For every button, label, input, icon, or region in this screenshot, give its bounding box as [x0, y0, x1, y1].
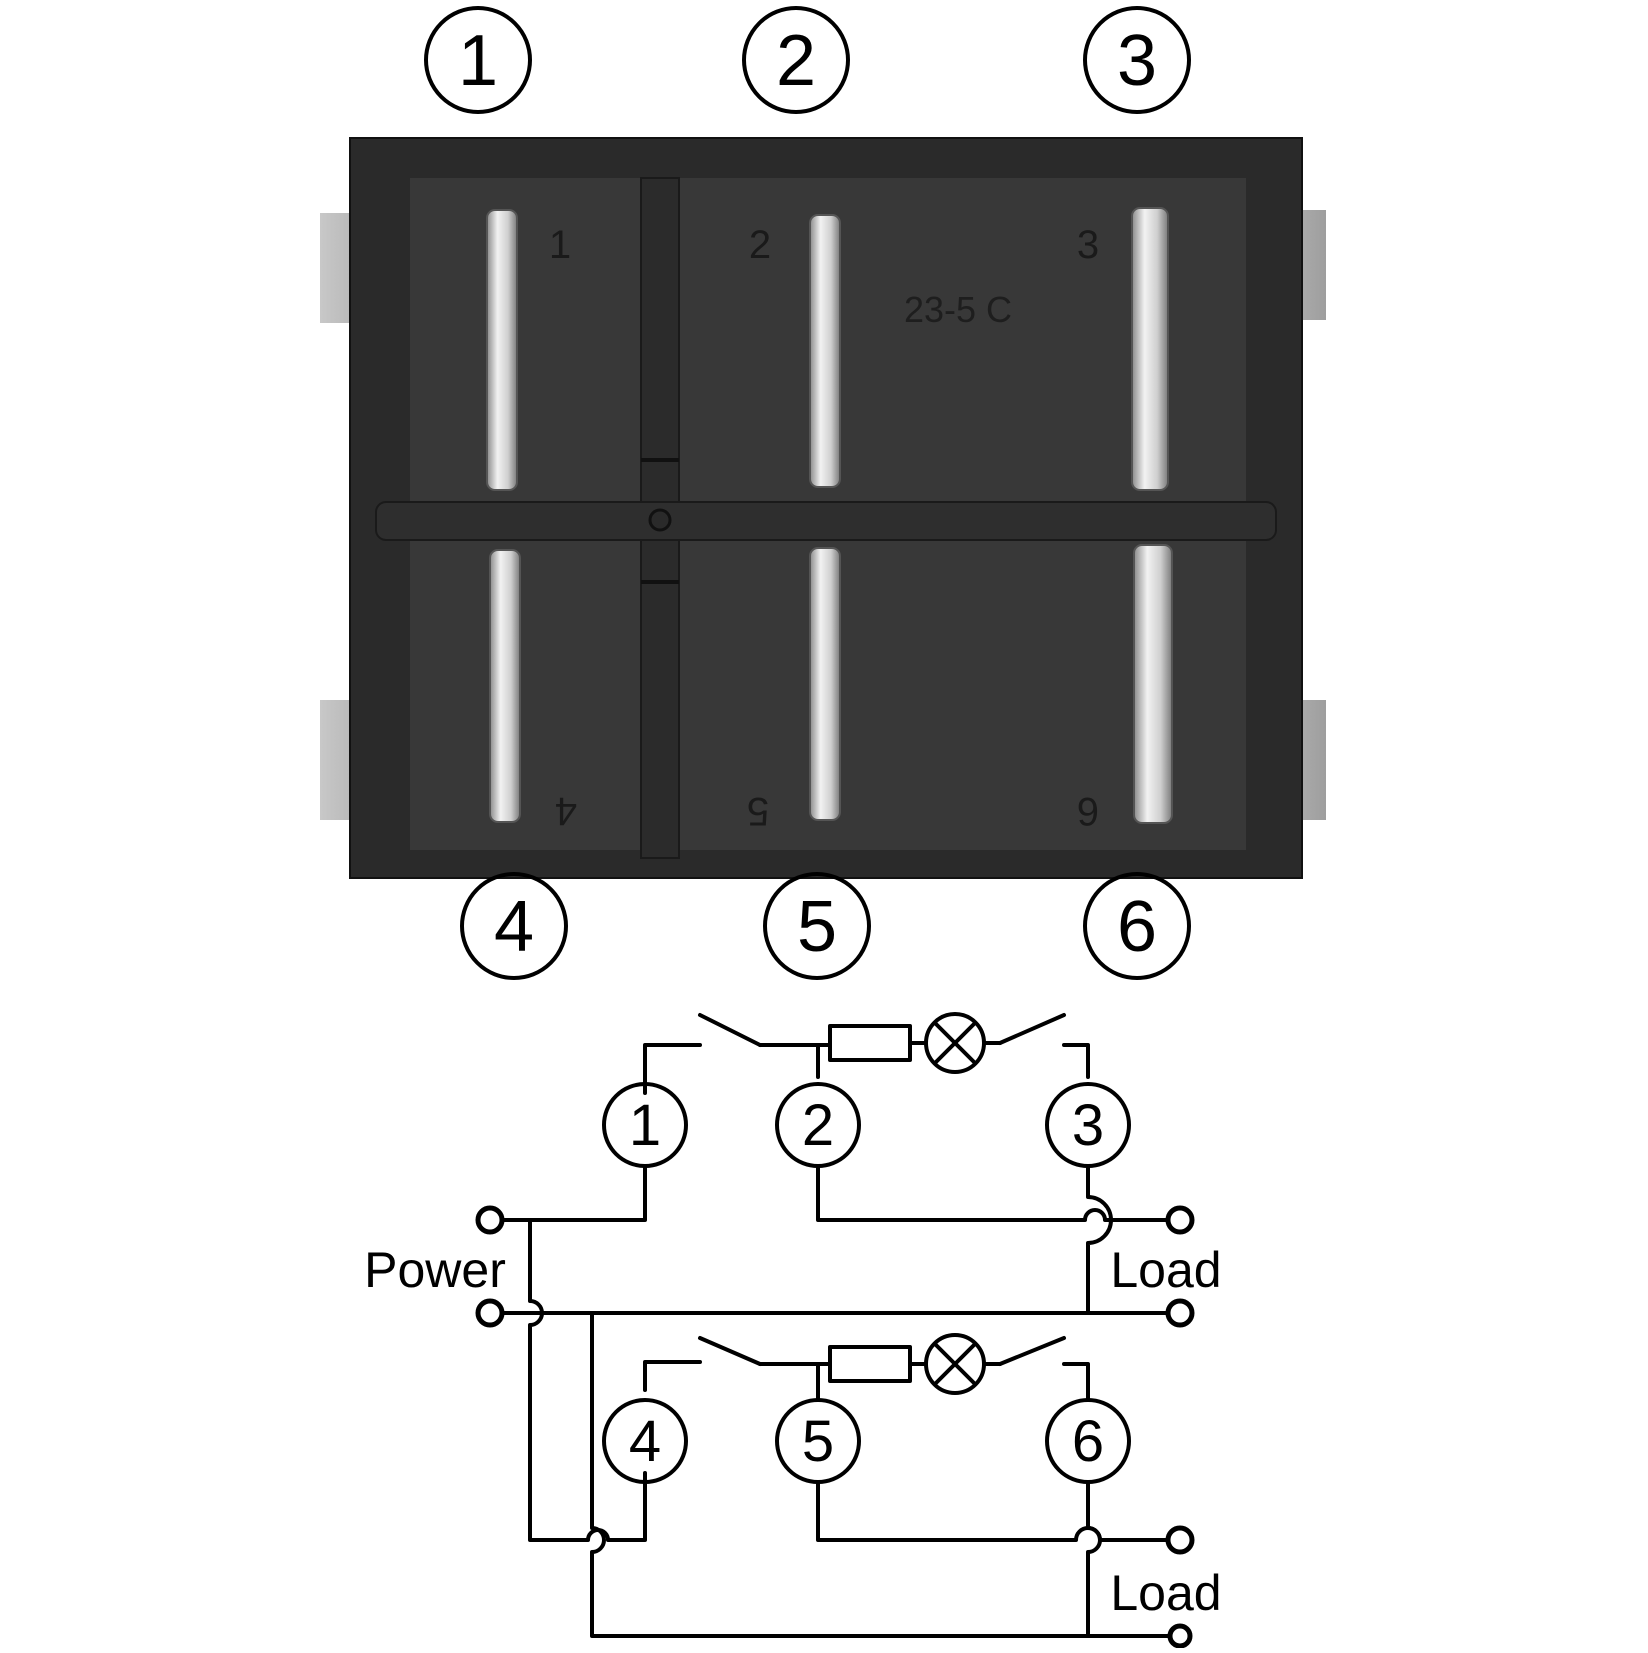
switch-blade-lower-right: [998, 1336, 1066, 1366]
switch-blade-upper-right: [998, 1013, 1066, 1045]
pin-callouts: [424, 6, 1191, 980]
callout-circle-5: [763, 872, 871, 980]
wire-pin2-to-load: [816, 1164, 1170, 1222]
pin-callout-labels: 1 2 3 4 5 6: [458, 21, 1157, 967]
molded-pin-3: 3: [1077, 223, 1099, 267]
schematic-pin-label-2: 2: [802, 1093, 834, 1158]
terminal-4: [489, 549, 521, 823]
lamp-upper-icon: [924, 1012, 986, 1074]
wire-pin6-down: [1086, 1480, 1102, 1638]
wire-pin5-to-load: [816, 1480, 1170, 1542]
molded-marking: 23-5 C: [904, 289, 1012, 330]
wiring-schematic: [475, 1012, 1195, 1649]
molded-pin-2: 2: [749, 223, 771, 267]
switch-blade-upper-left: [698, 1013, 762, 1047]
schematic-pin-4: [602, 1398, 688, 1484]
load-label-bottom: Load: [1110, 1565, 1221, 1621]
wire-pin3-up: [1062, 1043, 1090, 1079]
load-terminal-top-b: [1165, 1298, 1195, 1328]
lamp-lower-icon: [924, 1333, 986, 1395]
switch-blade-lower-left: [698, 1336, 762, 1366]
callout-label-6: 6: [1117, 887, 1157, 967]
rib-center-dot: [648, 508, 672, 532]
power-terminal-top: [475, 1205, 505, 1235]
terminal-6: [1133, 544, 1173, 824]
terminal-5: [809, 547, 841, 821]
terminal-3: [1131, 207, 1169, 491]
schematic-pin-label-1: 1: [629, 1093, 661, 1158]
molded-pin-1: 1: [549, 223, 571, 267]
terminal-1: [486, 209, 518, 491]
lower-channel: [602, 1333, 1170, 1638]
center-rib-horizontal: [375, 501, 1277, 541]
callout-circle-4: [460, 872, 568, 980]
callout-label-3: 3: [1117, 21, 1157, 101]
wire-pin1-up: [643, 1043, 702, 1095]
terminals: [486, 207, 1173, 824]
upper-channel: [500, 1012, 1170, 1315]
switch-photo: 1 2 3 4 5 6 23-5 C: [320, 137, 1326, 879]
power-label: Power: [364, 1242, 506, 1298]
callout-label-4: 4: [494, 887, 534, 967]
callout-label-2: 2: [776, 21, 816, 101]
molded-pin-numbers: 1 2 3 4 5 6: [549, 223, 1099, 833]
power-terminal-bottom: [475, 1298, 505, 1328]
wire-power-plus-vertical: [528, 1218, 647, 1542]
load-terminal-bottom-b: [1167, 1623, 1193, 1649]
molded-pin-5: 5: [747, 789, 769, 833]
wire-pin1-to-power: [500, 1164, 647, 1222]
schematic-pin-labels: 1 2 3 4 5 6: [629, 1093, 1104, 1474]
callout-label-1: 1: [458, 21, 498, 101]
load-terminal-top-a: [1165, 1205, 1195, 1235]
callout-circle-6: [1083, 872, 1191, 980]
callout-circle-2: [742, 6, 850, 114]
resistor-upper: [828, 1024, 912, 1062]
wire-pin6-up: [1062, 1362, 1090, 1401]
wire-pin3-down: [1086, 1164, 1113, 1315]
molded-pin-6: 6: [1077, 789, 1099, 833]
molded-pin-4: 4: [555, 789, 577, 833]
resistor-lower: [828, 1345, 912, 1383]
load-label-top: Load: [1110, 1242, 1221, 1298]
terminal-2: [809, 214, 841, 488]
wire-pin4-up: [643, 1360, 702, 1392]
callout-circle-3: [1083, 6, 1191, 114]
schematic-pin-label-6: 6: [1072, 1409, 1104, 1474]
schematic-pin-label-5: 5: [802, 1409, 834, 1474]
wire-power-minus-vertical: [590, 1311, 1170, 1638]
callout-label-5: 5: [797, 887, 837, 967]
schematic-pin-label-3: 3: [1072, 1093, 1104, 1158]
callout-circle-1: [424, 6, 532, 114]
load-terminal-bottom-a: [1165, 1525, 1195, 1555]
schematic-pin-label-4: 4: [629, 1409, 661, 1474]
